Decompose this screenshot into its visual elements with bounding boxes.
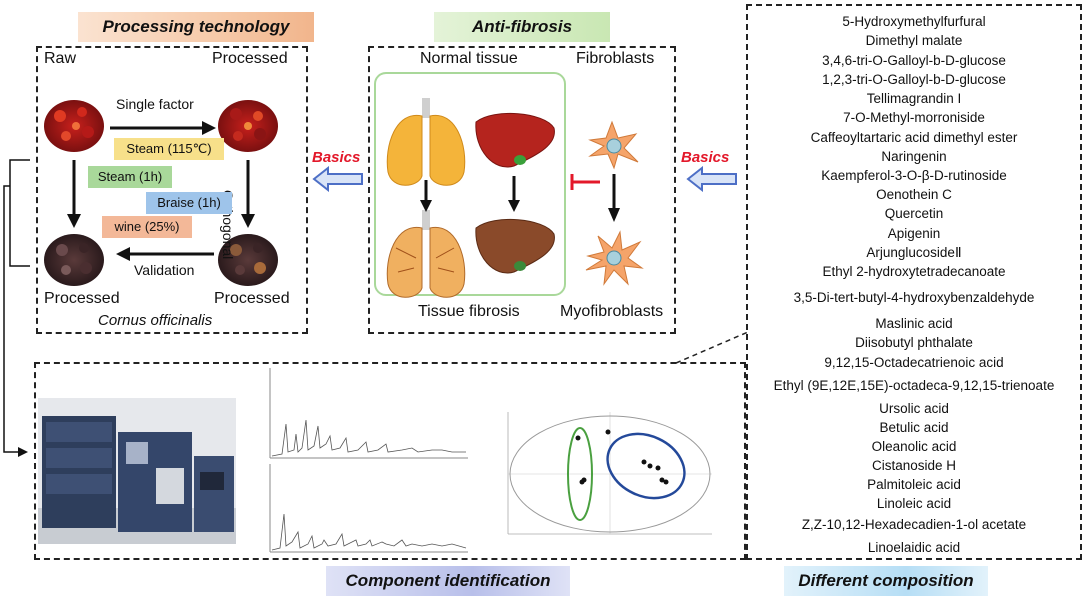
processed-fruit-image-top [218,100,278,152]
myofibroblasts-label: Myofibroblasts [560,303,664,320]
basics-arrow-right [686,166,737,192]
arrow-single-factor [110,121,216,135]
tissue-frame [374,72,566,296]
arrow-orthogonal-down [241,160,255,228]
compound-item: Caffeoyltartaric acid dimethyl ester [810,130,1018,145]
basics-arrow-left [312,166,363,192]
connector-bracket [3,159,30,457]
lcms-instrument-image [38,398,236,544]
inhibition-mark [570,174,600,190]
component-title: Component identification [326,566,570,596]
composition-panel [746,4,1082,560]
condition-wine-25: wine (25%) [102,216,192,238]
fibroblasts-label: Fibroblasts [576,50,655,67]
antifibrosis-title: Anti-fibrosis [434,12,610,42]
compound-item: Tellimagrandin I [866,91,962,106]
normal-tissue-label: Normal tissue [420,50,518,67]
processed-bottom-right-label: Processed [214,290,290,307]
single-factor-label: Single factor [116,96,194,112]
chromatogram-image [269,368,468,553]
compound-item: Naringenin [881,149,947,164]
processing-graphics [44,100,278,286]
fibroblast-image [588,120,639,170]
compound-item: Dimethyl malate [865,33,963,48]
compound-item: Betulic acid [879,420,949,435]
composition-title: Different composition [784,566,988,596]
fibrotic-lungs-image [386,210,466,298]
compound-item: Ethyl (9E,12E,15E)-octadeca-9,12,15-trie… [773,378,1055,393]
compound-item: 3,4,6-tri-O-Galloyl-b-D-glucose [822,53,1006,68]
healthy-liver-image [475,112,555,168]
compound-item: Apigenin [887,226,941,241]
species-label: Cornus officinalis [98,312,213,329]
basics-label-right: Basics [681,149,730,166]
compound-item: Kaempferol-3-O-β-D-rutinoside [821,168,1007,183]
compound-item: Oleanolic acid [871,439,957,454]
processed-fruit-image-bottom-right [218,234,278,286]
condition-steam-1h: Steam (1h) [88,166,172,188]
fibrotic-liver-image [475,218,555,274]
compound-item: 5-Hydroxymethylfurfural [842,14,986,29]
processed-fruit-image-bottom-left [44,234,104,286]
basics-label-left: Basics [312,149,361,166]
compound-item: 3,5-Di-tert-butyl-4-hydroxybenzaldehyde [793,290,1035,305]
tissue-fibrosis-label: Tissue fibrosis [418,303,520,320]
compound-item: Maslinic acid [875,316,953,331]
arrow-raw-down [67,160,81,228]
compound-item: Quercetin [884,206,944,221]
compound-item: Palmitoleic acid [867,477,961,492]
composition-connector [676,331,749,364]
processing-title: Processing technology [78,12,314,42]
arrow-fibroblast-down [608,174,620,222]
pca-plot-image [507,412,712,535]
antifibrosis-panel [368,46,676,334]
compound-item: 9,12,15-Octadecatrienoic acid [824,355,1004,370]
compound-item: Cistanoside H [871,458,957,473]
compound-item: Ethyl 2-hydroxytetradecanoate [822,264,1006,279]
compound-item: Linoelaidic acid [867,540,961,555]
condition-braise-1h: Braise (1h) [146,192,232,214]
compound-item: Z,Z-10,12-Hexadecadien-1-ol acetate [801,517,1027,532]
compound-item: Linoleic acid [876,496,952,511]
validation-label: Validation [134,262,195,278]
compound-item: Diisobutyl phthalate [855,335,973,350]
arrow-liver-down [508,176,520,212]
compound-item: 7-O-Methyl-morroniside [843,110,985,125]
processing-panel [36,46,308,334]
raw-label: Raw [44,50,77,67]
compound-item: Ursolic acid [879,401,949,416]
antifibrosis-graphics [386,98,644,298]
compound-item: ArjunglucosideⅡ [866,245,962,260]
raw-fruit-image [44,100,104,152]
arrow-lung-down [420,180,432,212]
processed-bottom-left-label: Processed [44,290,120,307]
compound-item: 1,2,3-tri-O-Galloyl-b-D-glucose [822,72,1006,87]
condition-steam-115: Steam (115℃) [114,138,224,160]
healthy-lungs-image [386,98,466,186]
processed-top-label: Processed [212,50,288,67]
arrow-validation [116,247,214,261]
component-panel [34,362,746,560]
myofibroblast-image [585,230,644,286]
compound-item: Oenothein C [876,187,952,202]
